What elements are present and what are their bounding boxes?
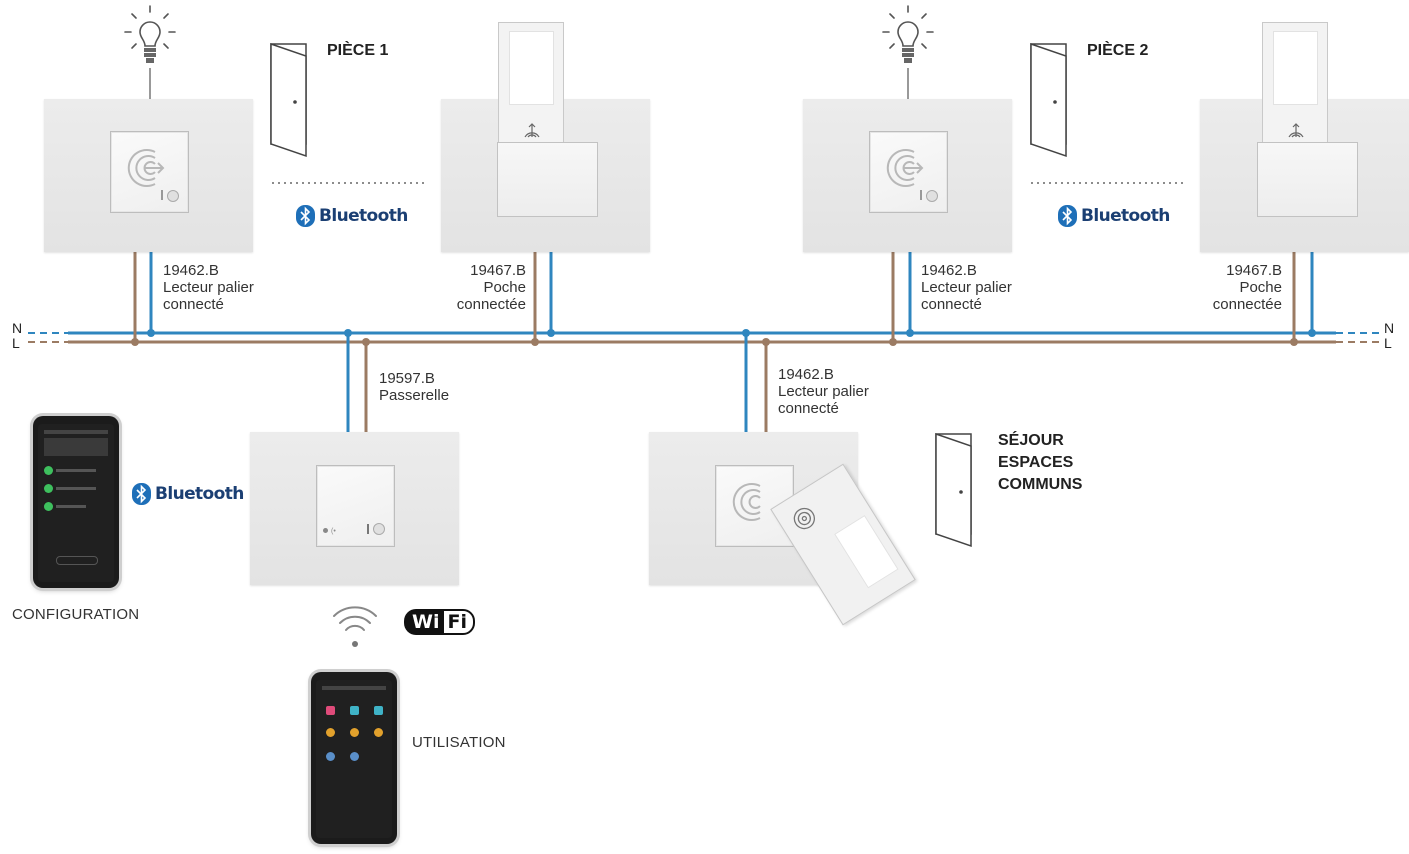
junction-dots — [131, 329, 1316, 346]
keycard-reader-module — [869, 131, 948, 213]
wifi-icon — [333, 606, 377, 647]
reader-common-caption: 19462.B Lecteur palier connecté — [778, 366, 869, 417]
bluetooth-icon — [296, 205, 315, 227]
door-icon — [935, 432, 972, 548]
contactless-icon — [793, 507, 816, 530]
reader-room2-caption: 19462.B Lecteur palier connecté — [921, 262, 1012, 313]
keycard-reader-icon — [732, 483, 761, 521]
neutral-label-right: N — [1384, 320, 1395, 336]
usage-caption: UTILISATION — [412, 734, 506, 751]
bluetooth-logo-config: Bluetooth — [132, 483, 244, 505]
product-name: connecté — [163, 296, 224, 313]
keycard-reader-icon — [127, 149, 165, 187]
smartphone-icon — [311, 672, 397, 844]
product-code: 19462.B — [921, 262, 977, 279]
product-name: Lecteur palier — [778, 383, 869, 400]
pocket-room1-caption: 19467.B Poche connectée — [440, 262, 526, 313]
product-name: Lecteur palier — [163, 279, 254, 296]
bluetooth-wordmark: Bluetooth — [1081, 206, 1170, 226]
room1-label: PIÈCE 1 — [327, 42, 389, 59]
common-area-line2: ESPACES — [998, 454, 1074, 471]
card-pocket-front — [1257, 142, 1358, 217]
contactless-icon — [524, 123, 540, 138]
light-bulb-icon — [882, 5, 934, 63]
pocket-room2-caption: 19467.B Poche connectée — [1196, 262, 1282, 313]
common-area-line3: COMMUNS — [998, 476, 1083, 493]
product-name: Lecteur palier — [921, 279, 1012, 296]
contactless-icon — [1288, 123, 1304, 138]
common-area-line1: SÉJOUR — [998, 432, 1064, 449]
bluetooth-wordmark: Bluetooth — [155, 484, 244, 504]
product-code: 19597.B — [379, 370, 435, 387]
bluetooth-icon — [1058, 205, 1077, 227]
wifi-logo-fi: Fi — [442, 609, 475, 635]
bluetooth-logo-room1: Bluetooth — [296, 205, 408, 227]
product-code: 19462.B — [778, 366, 834, 383]
product-name: Poche — [483, 279, 526, 296]
product-code: 19462.B — [163, 262, 219, 279]
keycard — [498, 22, 564, 154]
room2-label: PIÈCE 2 — [1087, 42, 1149, 59]
neutral-label-left: N — [12, 320, 23, 336]
product-name: connectée — [456, 296, 526, 313]
reader-room1-caption: 19462.B Lecteur palier connecté — [163, 262, 254, 313]
keycard — [770, 463, 916, 626]
configuration-caption: CONFIGURATION — [12, 606, 140, 623]
product-name: Poche — [1239, 279, 1282, 296]
bluetooth-icon — [132, 483, 151, 505]
live-label-left: L — [12, 335, 20, 351]
bluetooth-logo-room2: Bluetooth — [1058, 205, 1170, 227]
common-area-label: SÉJOUR ESPACES COMMUNS — [998, 430, 1082, 496]
gateway-caption: 19597.B Passerelle — [379, 370, 449, 404]
gateway-module: (• — [316, 465, 395, 547]
bluetooth-wordmark: Bluetooth — [319, 206, 408, 226]
keycard-reader-module — [110, 131, 189, 213]
product-code: 19467.B — [470, 262, 526, 279]
product-name: connecté — [778, 400, 839, 417]
wifi-logo-wi: Wi — [404, 609, 443, 635]
product-name: connecté — [921, 296, 982, 313]
keycard — [1262, 22, 1328, 154]
door-icon — [270, 42, 307, 158]
product-name: Passerelle — [379, 387, 450, 404]
product-name: connectée — [1212, 296, 1282, 313]
light-bulb-icon — [124, 5, 176, 63]
keycard-reader-icon — [886, 149, 924, 187]
live-label-right: L — [1384, 335, 1392, 351]
door-icon — [1030, 42, 1067, 158]
card-pocket-front — [497, 142, 598, 217]
product-code: 19467.B — [1226, 262, 1282, 279]
smartphone-icon — [33, 416, 119, 588]
